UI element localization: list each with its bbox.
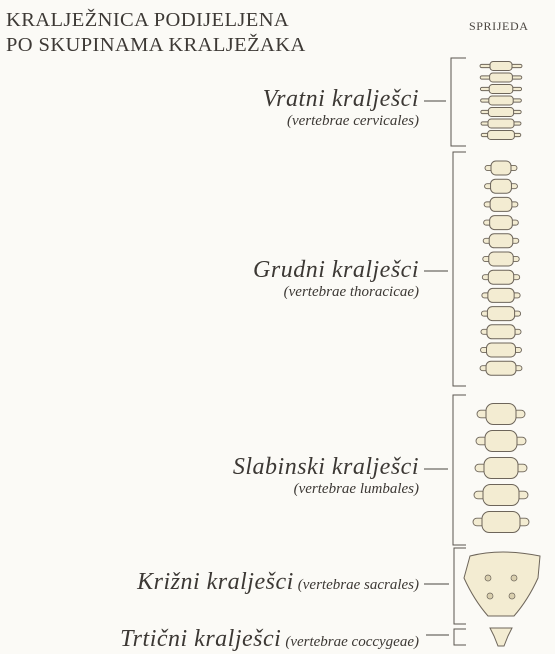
sacral-foramen-2	[511, 575, 517, 581]
bracket-sacral	[454, 548, 466, 624]
lumbar-vertebra-2-body	[485, 431, 517, 452]
cervical-vertebra-4-body	[489, 96, 513, 105]
sacrum	[464, 552, 540, 616]
thoracic-vertebra-8-body	[488, 288, 514, 302]
sacral-foramen-3	[487, 593, 493, 599]
coccyx	[490, 628, 512, 646]
lumbar-vertebra-5-body	[482, 512, 520, 533]
lumbar-vertebra-1-body	[486, 404, 516, 425]
thoracic-vertebra-11-body	[487, 343, 516, 357]
lumbar-vertebra-4-body	[483, 485, 519, 506]
cervical-vertebra-1-body	[490, 62, 512, 71]
cervical-vertebra-2-body	[490, 73, 513, 82]
cervical-vertebra-3-body	[489, 85, 513, 94]
thoracic-vertebra-3-body	[490, 197, 512, 211]
lumbar-vertebra-3-body	[484, 458, 518, 479]
cervical-vertebra-6-body	[488, 119, 514, 128]
bracket-thoracic	[453, 152, 466, 386]
vertebrae-group	[464, 62, 540, 647]
cervical-vertebra-5-body	[488, 108, 513, 117]
thoracic-vertebra-10-body	[487, 325, 515, 339]
bracket-cervical	[451, 58, 466, 146]
sacral-foramen-4	[509, 593, 515, 599]
thoracic-vertebra-12-body	[486, 361, 516, 375]
sacral-foramen-1	[485, 575, 491, 581]
thoracic-vertebra-7-body	[488, 270, 513, 284]
thoracic-vertebra-5-body	[489, 234, 513, 248]
bracket-coccygeal	[454, 629, 466, 645]
thoracic-vertebra-4-body	[490, 216, 513, 230]
bracket-lumbar	[453, 395, 466, 545]
thoracic-vertebra-2-body	[491, 179, 512, 193]
thoracic-vertebra-9-body	[487, 307, 514, 321]
thoracic-vertebra-6-body	[489, 252, 514, 266]
cervical-vertebra-7-body	[488, 131, 515, 140]
thoracic-vertebra-1-body	[491, 161, 511, 175]
